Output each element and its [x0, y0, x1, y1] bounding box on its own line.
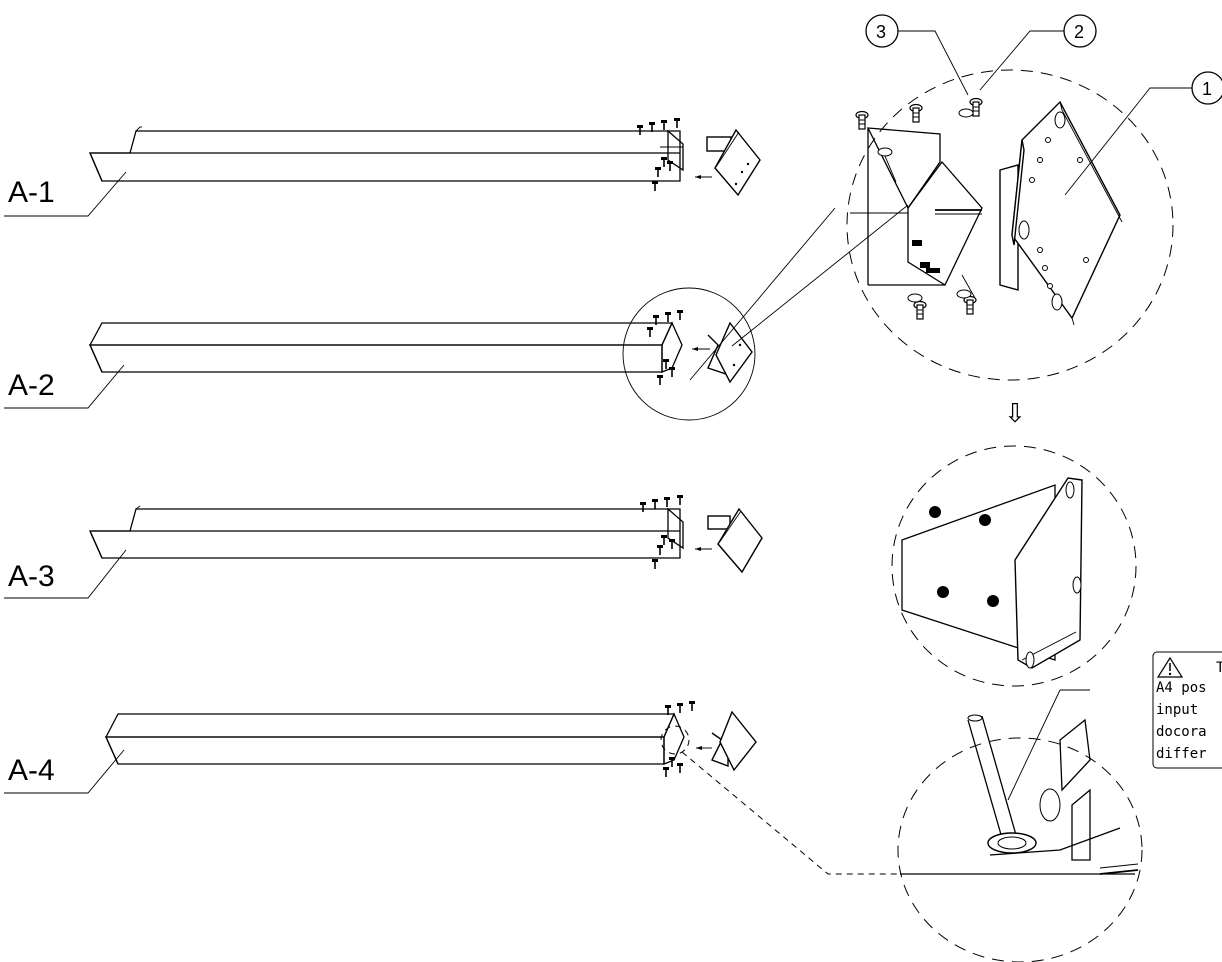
label-a4-text: A-4 — [8, 754, 55, 787]
label-a2-text: A-2 — [8, 369, 55, 402]
note-line-3: input — [1156, 702, 1198, 718]
screws-a1 — [636, 117, 681, 192]
down-arrow-icon: ⇩ — [1004, 399, 1026, 429]
end-plate-a4 — [711, 710, 757, 772]
screws-a4 — [662, 700, 696, 778]
label-a4: A-4 — [4, 749, 125, 794]
label-a2: A-2 — [4, 364, 125, 409]
end-plate-a2 — [707, 321, 753, 384]
leg-a2 — [88, 204, 909, 421]
leg-a3 — [88, 494, 763, 574]
leg-a1 — [89, 117, 761, 197]
detail-assembled-corner — [891, 445, 1137, 687]
warning-note: T A4 pos input docora differ — [1152, 651, 1222, 769]
callout-1-text: 1 — [1202, 79, 1212, 99]
screws-a2 — [646, 309, 684, 386]
callout-3-text: 3 — [876, 22, 886, 42]
label-a3: A-3 — [4, 549, 127, 599]
callout-2: 2 — [979, 14, 1097, 91]
detail-circle-a4 — [660, 725, 690, 755]
note-line-5: differ — [1156, 746, 1207, 762]
label-a3-text: A-3 — [8, 560, 55, 593]
note-line-2: A4 pos — [1156, 680, 1207, 696]
callout-1: 1 — [1064, 71, 1222, 196]
callout-2-text: 2 — [1074, 22, 1084, 42]
end-plate-a1 — [706, 128, 761, 197]
detail-exploded-corner: 3 2 1 — [846, 14, 1222, 381]
end-plate-detail — [999, 100, 1123, 326]
end-plate-a3 — [707, 507, 763, 574]
note-line-4: docora — [1156, 724, 1207, 740]
detail-circle-a2 — [622, 287, 756, 421]
callout-3: 3 — [865, 14, 969, 96]
tube-end-detail — [850, 127, 983, 286]
label-a1: A-1 — [4, 171, 127, 217]
warning-triangle-icon — [1156, 656, 1184, 678]
note-line-1: T — [1216, 660, 1222, 676]
detail-leveler — [897, 689, 1143, 962]
label-a1-text: A-1 — [8, 176, 55, 209]
bolts-detail — [855, 97, 983, 320]
leg-a4 — [104, 700, 900, 875]
